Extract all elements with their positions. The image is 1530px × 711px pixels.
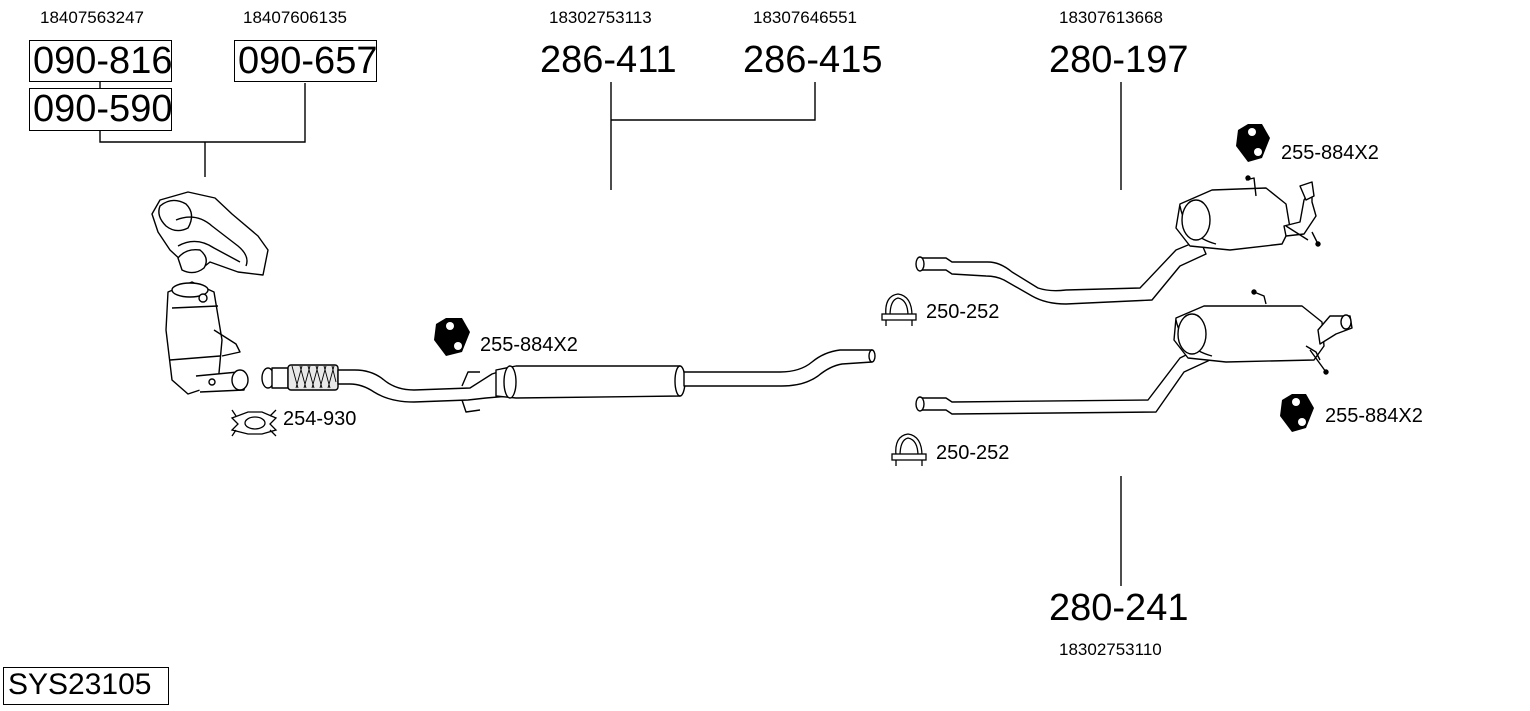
flange-clamp-icon — [230, 409, 278, 437]
rubber-mount-icon — [434, 318, 470, 356]
accessory-label-mount-middle[interactable]: 255-884X2 — [480, 334, 578, 356]
accessory-label-clamp-front[interactable]: 254-930 — [283, 408, 357, 430]
part-number-rear-upper[interactable]: 280-197 — [1049, 39, 1189, 81]
part-number-rear-lower[interactable]: 280-241 — [1049, 587, 1189, 629]
accessory-label-clamp-rear-upper[interactable]: 250-252 — [926, 301, 1000, 323]
system-code: SYS23105 — [3, 667, 169, 705]
accessory-label-mount-rear-lower[interactable]: 255-884X2 — [1325, 405, 1423, 427]
accessory-label-mount-rear-upper[interactable]: 255-884X2 — [1281, 142, 1379, 164]
leader-lines — [99, 82, 1122, 586]
part-number-cat-front[interactable]: 090-816 — [29, 40, 172, 82]
oem-number-manifold-b: 18407606135 — [243, 8, 348, 27]
exhaust-manifold-catalytic-converter — [151, 191, 269, 395]
rubber-mount-icon — [1236, 124, 1270, 162]
oem-number-middle-a: 18302753113 — [549, 8, 652, 27]
part-number-cat-second[interactable]: 090-657 — [234, 40, 377, 82]
rear-silencer-lower — [915, 289, 1353, 415]
part-number-middle-b[interactable]: 286-415 — [743, 39, 883, 81]
accessory-label-clamp-rear-lower[interactable]: 250-252 — [936, 442, 1010, 464]
part-number-cat-front-alt[interactable]: 090-590 — [29, 88, 172, 131]
oem-number-manifold-a: 18407563247 — [40, 8, 145, 27]
middle-silencer — [495, 349, 876, 399]
front-pipe-flex — [261, 364, 511, 413]
part-number-middle-a[interactable]: 286-411 — [540, 39, 677, 81]
u-bolt-clamp-icon — [881, 293, 917, 326]
oem-number-rear-upper: 18307613668 — [1059, 8, 1164, 27]
rubber-mount-icon — [1280, 394, 1314, 432]
oem-number-middle-b: 18307646551 — [753, 8, 858, 27]
rear-silencer-upper — [915, 175, 1321, 305]
u-bolt-clamp-icon — [891, 433, 927, 466]
oem-number-rear-lower: 18302753110 — [1059, 640, 1162, 659]
